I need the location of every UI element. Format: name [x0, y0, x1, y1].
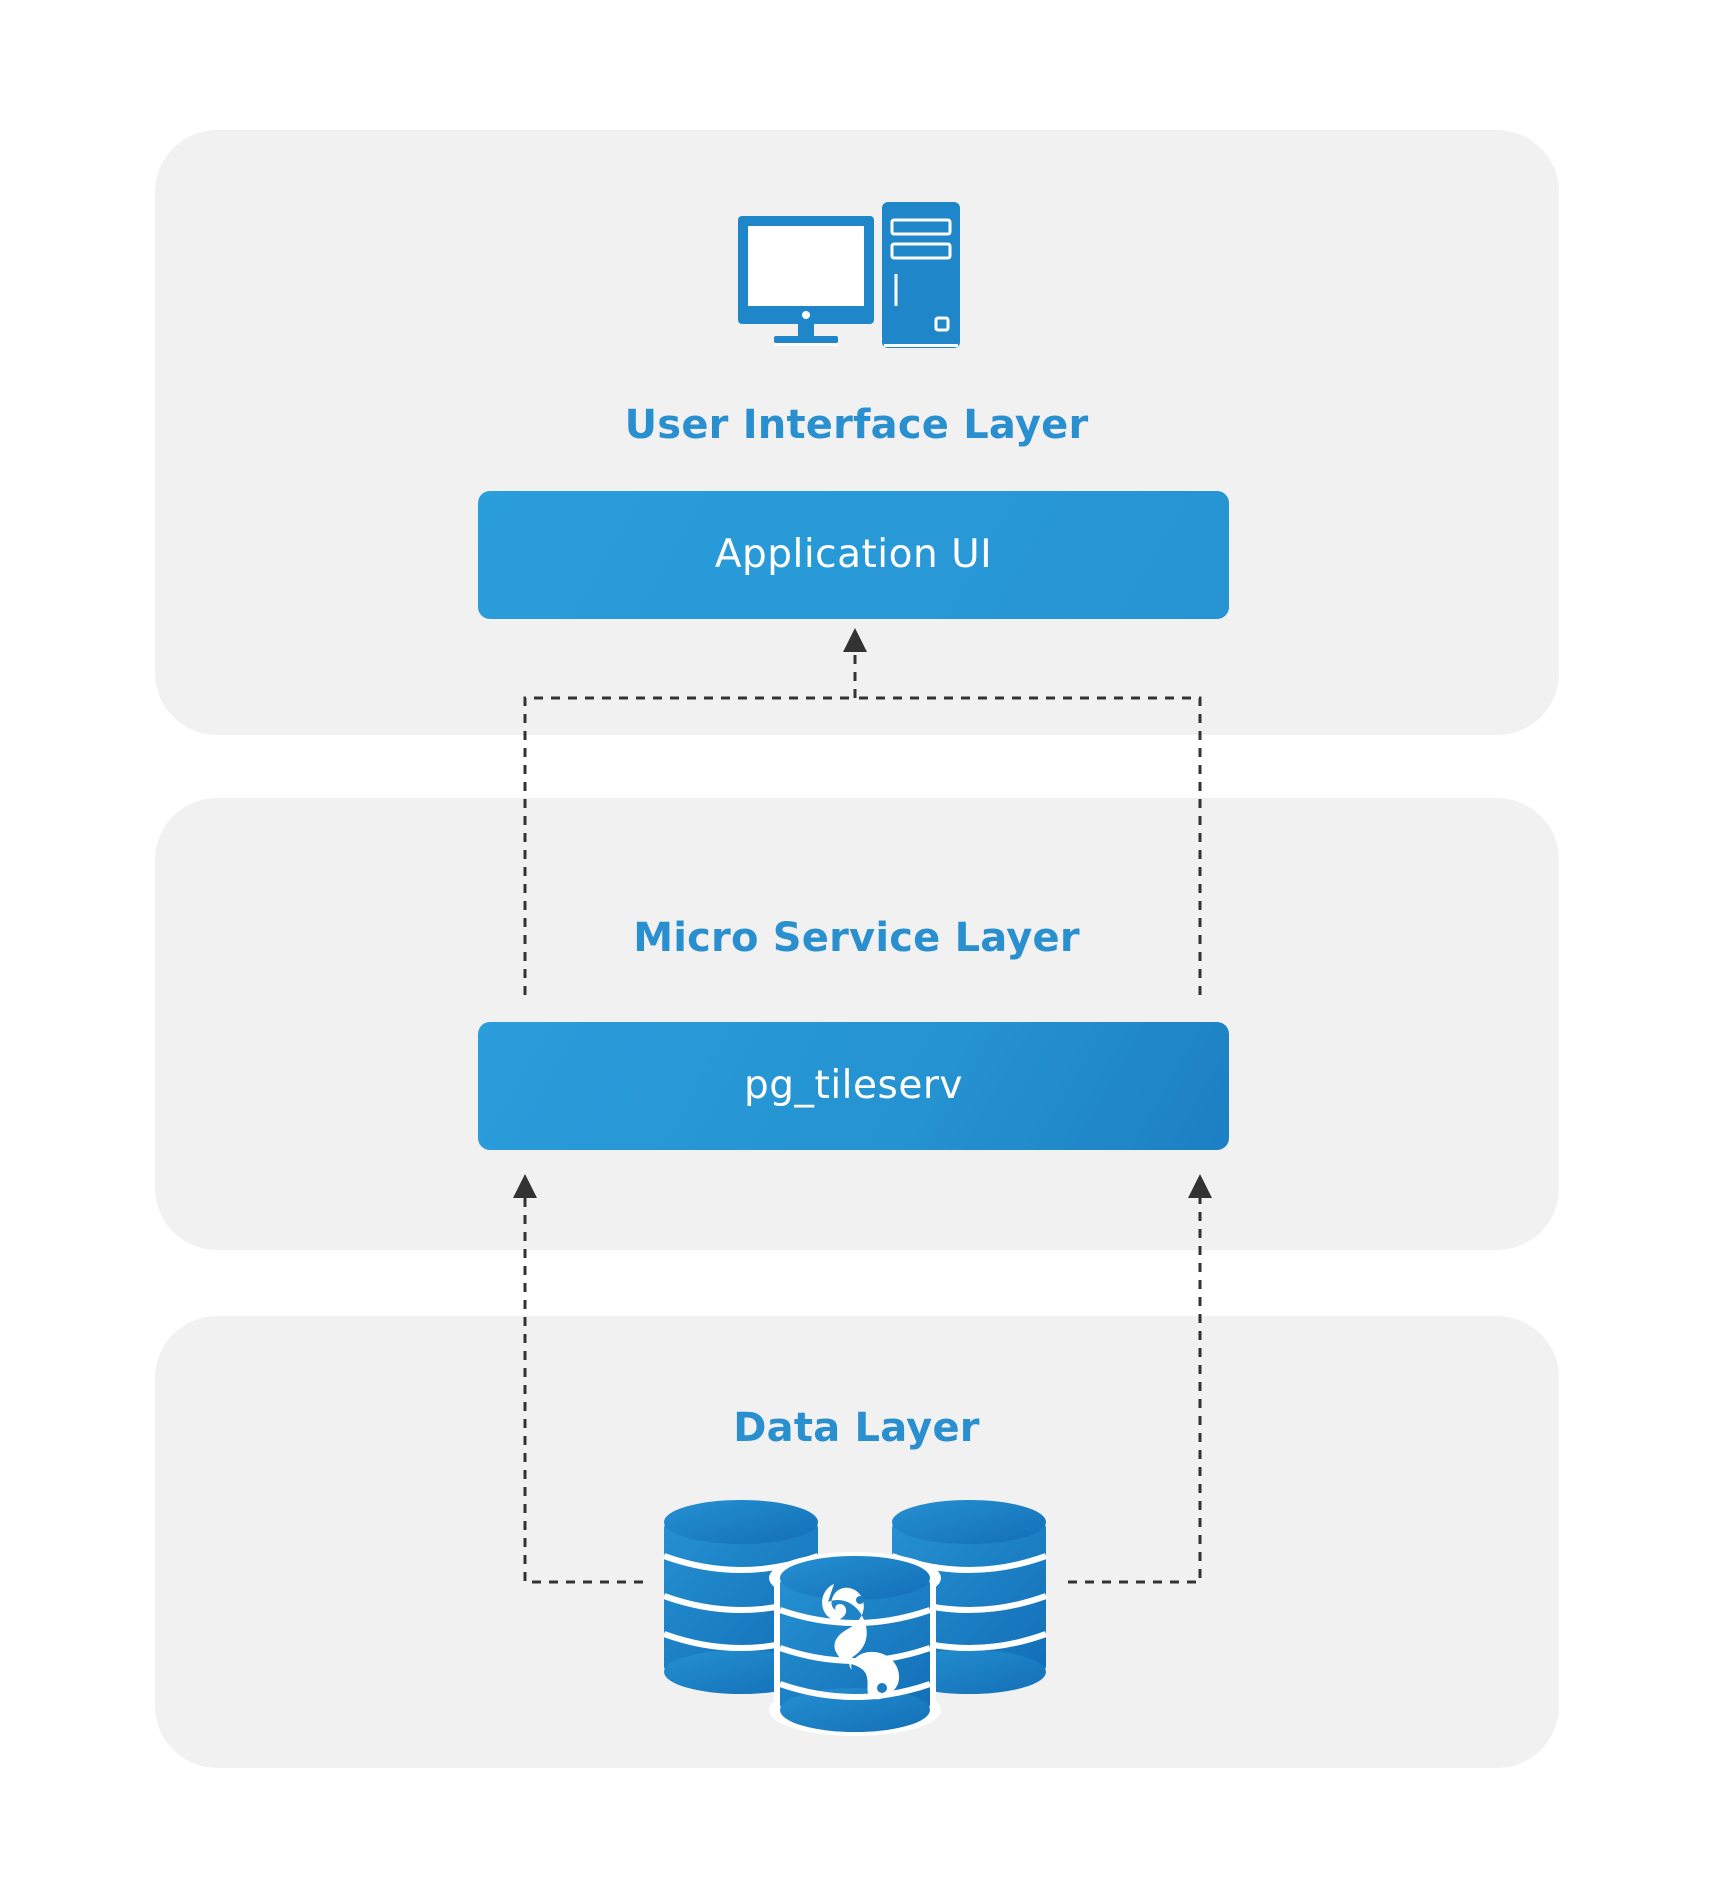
connector-ms-to-app-right [855, 696, 1202, 995]
connector-data-to-tileserv-right [1068, 1174, 1212, 1584]
connector-ms-to-app-left [523, 696, 855, 995]
micro-service-layer-title: Micro Service Layer [633, 915, 1080, 961]
postgresql-database-icon [662, 1498, 1048, 1736]
connector-data-to-tileserv-left [513, 1174, 643, 1584]
application-ui-box: Application UI [478, 491, 1229, 619]
pg-tileserv-box: pg_tileserv [478, 1022, 1229, 1150]
user-interface-layer-title: User Interface Layer [624, 402, 1089, 448]
postgresql-elephant-icon [822, 1584, 900, 1700]
computer-icon [734, 198, 960, 350]
data-layer-title: Data Layer [733, 1405, 980, 1451]
database-cylinder-center [769, 1552, 941, 1736]
